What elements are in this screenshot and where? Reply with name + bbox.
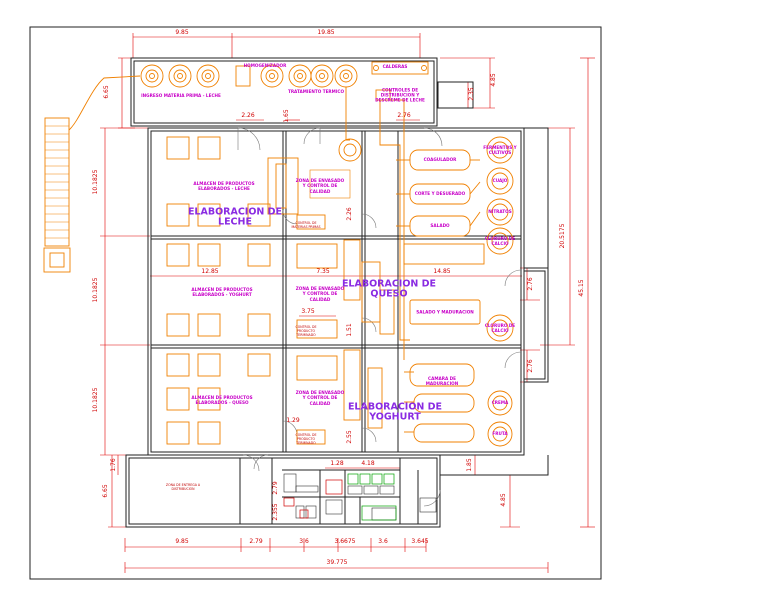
dim-bottom-2: 2.79 <box>249 538 263 545</box>
label-controles: CONTROLES DE DISTRIBUCION Y DESCREME DE … <box>375 87 425 103</box>
dim-right-bottom: 1.85 <box>466 458 473 472</box>
dim-corridor-3: 2.76 <box>397 112 411 119</box>
equipment <box>43 61 514 447</box>
label-tratamiento: TRATAMIENTO TERMICO <box>287 88 345 94</box>
label-alm-queso: ALMACEN DE PRODUCTOS ELABORADOS - QUESO <box>191 394 253 405</box>
label-salado-maduracion: SALADO Y MADURACION <box>416 309 474 315</box>
dim-mid-1: 12.85 <box>201 268 219 275</box>
dim-bottom-1: 9.85 <box>175 538 189 545</box>
dim-total: 39.775 <box>326 559 348 566</box>
doors <box>237 127 522 507</box>
title-elab-queso: ELABORACION DE QUESO <box>341 278 437 299</box>
label-calderas: CALDERAS <box>382 63 408 69</box>
label-alm-yoghurt: ALMACEN DE PRODUCTOS ELABORADOS - YOGHUR… <box>191 286 253 297</box>
dim-left-row-1: 10.1825 <box>92 169 99 195</box>
dim-mid-6: 2.26 <box>346 207 353 221</box>
dim-left-row-2: 10.1825 <box>92 277 99 303</box>
label-cuajo: CUAJO <box>492 177 508 183</box>
label-homogenizador: HOMOGENIZADOR <box>243 62 287 68</box>
label-envasado-2: ZONA DE ENVASADO Y CONTROL DE CALIDAD <box>295 285 345 302</box>
label-envasado-1: ZONA DE ENVASADO Y CONTROL DE CALIDAD <box>295 177 345 194</box>
restroom-fixtures <box>347 473 397 521</box>
label-alm-leche: ALMACEN DE PRODUCTOS ELABORADOS - LECHE <box>193 180 255 191</box>
dim-left-bottom: 6.65 <box>102 484 109 498</box>
label-fermentos: FERMENTOS Y CULTIVOS <box>483 144 517 155</box>
dim-bottom-6: 3.645 <box>411 538 429 545</box>
sheet-border <box>29 26 602 580</box>
label-fruta: FRUTA <box>492 430 508 436</box>
dim-bottom-5: 3.6 <box>378 538 388 545</box>
dimension-lines <box>100 33 595 573</box>
dim-right-upper: 20.5175 <box>559 223 566 249</box>
dim-mid-10: 4.18 <box>361 460 375 467</box>
dim-small-v: 2.79 <box>272 481 279 495</box>
label-nitratos: NITRATOS <box>488 208 512 214</box>
dim-right-total: 45.15 <box>578 279 585 297</box>
dim-bottom-3: 3.6 <box>299 538 309 545</box>
dim-mid-7: 1.29 <box>286 417 300 424</box>
label-distribucion: ZONA DE ENTREGA A DISTRIBUCION <box>165 483 201 491</box>
dim-corridor-1: 2.26 <box>241 112 255 119</box>
dim-mid-5: 1.51 <box>346 323 353 337</box>
label-crema: CREMA <box>491 399 509 405</box>
dim-mid-8: 2.55 <box>346 430 353 444</box>
dim-mid-4: 3.75 <box>301 308 315 315</box>
dim-ctrl-v: 2.35 <box>468 87 475 101</box>
storage-racks <box>166 136 485 445</box>
dim-corridor-2: 1.65 <box>283 109 290 123</box>
title-elab-yoghurt: ELABORACION DE YOGHURT <box>347 401 443 422</box>
label-cloruro-2: CLORURO DE CALCIO <box>484 322 516 333</box>
bottom-fixtures <box>283 473 437 521</box>
label-ingreso: INGRESO MATERIA PRIMA - LECHE <box>141 92 221 98</box>
dim-left-small: 1.76 <box>110 458 117 472</box>
dim-left-top: 6.65 <box>103 85 110 99</box>
dim-left-row-3: 10.1825 <box>92 387 99 413</box>
title-elab-leche: ELABORACION DE LECHE <box>187 206 283 227</box>
label-salado: SALADO <box>430 222 450 228</box>
label-control-1: CONTROL DE MATERIAS PRIMAS <box>291 221 321 229</box>
label-control-3: CONTROL DE PRODUCTO TERMINADO <box>295 433 317 445</box>
label-corte: CORTE Y DESUERADO <box>414 190 466 196</box>
dim-small-v2: 2.355 <box>272 503 279 521</box>
dim-bottom-4: 3.6675 <box>334 538 356 545</box>
red-fixtures <box>283 479 343 519</box>
label-envasado-3: ZONA DE ENVASADO Y CONTROL DE CALIDAD <box>295 389 345 406</box>
label-cloruro-1: CLORURO DE CALCIO <box>484 235 516 246</box>
dim-mid-3: 14.85 <box>433 268 451 275</box>
dim-right-lower: 4.85 <box>500 493 507 507</box>
dim-mid-9: 1.28 <box>330 460 344 467</box>
dim-top-right: 19.85 <box>317 29 335 36</box>
dim-mid-2: 7.35 <box>316 268 330 275</box>
dim-top-right-v: 4.85 <box>490 73 497 87</box>
dim-right-d2: 2.76 <box>527 359 534 373</box>
label-control-2: CONTROL DE PRODUCTO TERMINADO <box>295 325 317 337</box>
dim-top-left: 9.85 <box>175 29 189 36</box>
label-camara: CAMARA DE MADURACION <box>425 375 459 386</box>
label-coagulador: COAGULADOR <box>423 156 457 162</box>
dim-right-d1: 2.76 <box>527 277 534 291</box>
